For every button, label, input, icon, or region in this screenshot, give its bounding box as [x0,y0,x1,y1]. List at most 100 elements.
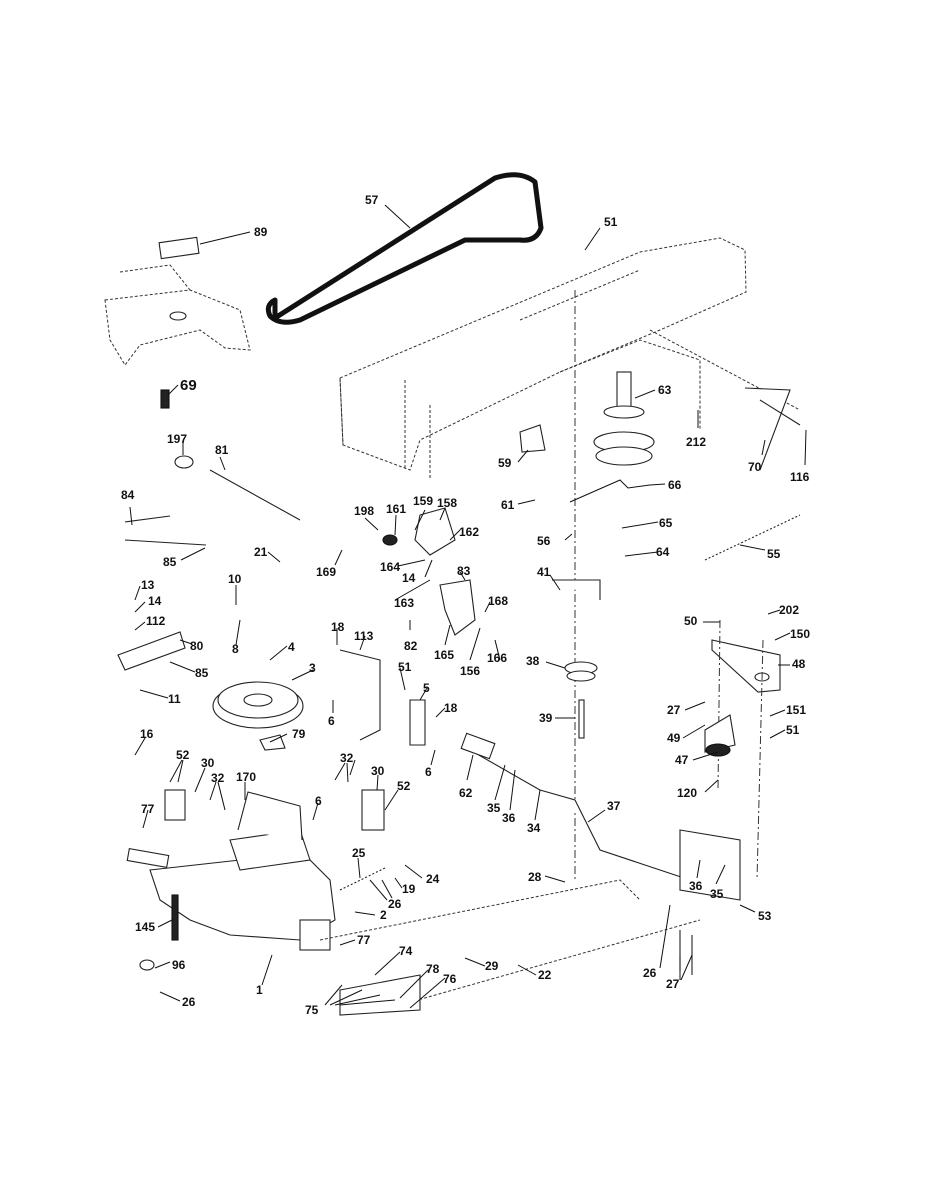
callout-24: 24 [426,872,440,886]
spring-55 [704,514,801,561]
callout-83: 83 [457,564,471,578]
callout-29: 29 [485,959,499,973]
callout-81: 81 [215,443,229,457]
callout-66: 66 [668,478,682,492]
callout-11: 11 [168,692,181,706]
callout-16: 16 [140,727,154,741]
callout-52: 52 [176,748,190,762]
callout-8: 8 [232,642,239,656]
callout-69: 69 [180,377,197,394]
callout-55: 55 [767,547,781,561]
spring-25 [339,867,386,891]
callout-50: 50 [684,614,698,628]
callout-53: 53 [758,909,772,923]
callout-22: 22 [538,968,552,982]
callout-165: 165 [434,648,454,662]
callout-32: 32 [211,771,225,785]
callout-26: 26 [388,897,402,911]
callout-10: 10 [228,572,242,586]
callout-27: 27 [666,977,680,991]
callout-80: 80 [190,639,204,653]
drive-belt [265,172,544,325]
callout-4: 4 [288,640,295,654]
callout-49: 49 [667,731,681,745]
callouts: 57 89 51 69 63 212 70 116 197 81 59 61 6… [121,193,810,1017]
pulley-3 [212,681,304,729]
callout-30: 30 [201,756,215,770]
callout-18: 18 [331,620,345,634]
leader-lines [129,204,807,1009]
callout-37: 37 [607,799,621,813]
callout-56: 56 [537,534,551,548]
callout-19: 19 [402,882,416,896]
callout-18: 18 [444,701,458,715]
callout-89: 89 [254,225,268,239]
callout-14: 14 [148,594,162,608]
callout-64: 64 [656,545,670,559]
callout-59: 59 [498,456,512,470]
callout-26: 26 [643,966,657,980]
callout-27: 27 [667,703,681,717]
callout-32: 32 [340,751,354,765]
callout-76: 76 [443,972,457,986]
callout-5: 5 [423,681,430,695]
callout-85: 85 [195,666,209,680]
callout-35: 35 [710,887,724,901]
callout-36: 36 [689,879,703,893]
callout-166: 166 [487,651,507,665]
pulley-38 [564,661,598,739]
callout-1: 1 [256,983,263,997]
bracket-48 [711,619,781,881]
callout-78: 78 [426,962,440,976]
callout-34: 34 [527,821,541,835]
callout-77: 77 [141,802,155,816]
callout-169: 169 [316,565,336,579]
callout-70: 70 [748,460,762,474]
callout-38: 38 [526,654,540,668]
shift-rod-170 [237,791,303,841]
callout-36: 36 [502,811,516,825]
frame-outline [339,237,801,480]
callout-202: 202 [779,603,799,617]
callout-198: 198 [354,504,374,518]
callout-30: 30 [371,764,385,778]
callout-150: 150 [790,627,810,641]
callout-52: 52 [397,779,411,793]
callout-159: 159 [413,494,433,508]
callout-120: 120 [677,786,697,800]
callout-151: 151 [786,703,806,717]
callout-28: 28 [528,870,542,884]
callout-6: 6 [425,765,432,779]
fender-outline [104,236,251,366]
callout-48: 48 [792,657,806,671]
callout-116: 116 [790,470,810,484]
callout-162: 162 [459,525,479,539]
callout-113: 113 [354,629,374,643]
idler-47 [704,714,736,757]
callout-57: 57 [365,193,379,207]
callout-21: 21 [254,545,268,559]
callout-84: 84 [121,488,135,502]
callout-61: 61 [501,498,515,512]
callout-212: 212 [686,435,706,449]
callout-26: 26 [182,995,196,1009]
callout-79: 79 [292,727,306,741]
callout-51: 51 [604,215,618,229]
callout-39: 39 [539,711,553,725]
callout-6: 6 [315,794,322,808]
callout-13: 13 [141,578,155,592]
callout-25: 25 [352,846,366,860]
callout-51: 51 [786,723,800,737]
misc-parts [117,387,801,1016]
callout-47: 47 [675,753,689,767]
callout-6: 6 [328,714,335,728]
callout-62: 62 [459,786,473,800]
callout-63: 63 [658,383,672,397]
callout-65: 65 [659,516,673,530]
callout-2: 2 [380,908,387,922]
callout-14: 14 [402,571,416,585]
callout-41: 41 [537,565,551,579]
callout-96: 96 [172,958,186,972]
callout-161: 161 [386,502,406,516]
callout-158: 158 [437,496,457,510]
